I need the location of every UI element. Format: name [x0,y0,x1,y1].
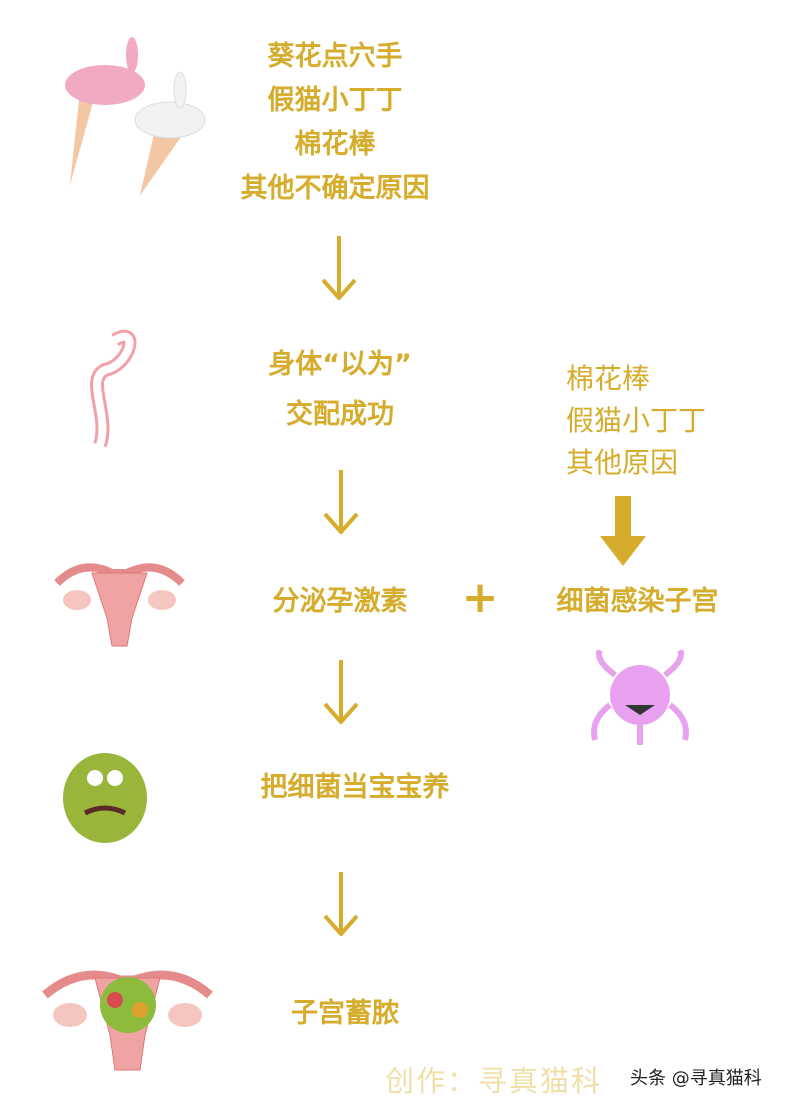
uterus-image [54,563,185,647]
step-line: 交配成功 [286,399,394,430]
arrow-down-icon [321,236,357,300]
thick-arrow-down-icon [600,496,646,566]
step-infection: 细菌感染子宫 [556,586,719,617]
step-mating-belief: 身体“以为” 交配成功 [230,340,450,440]
watermark: 创作：寻真猫科 [385,1064,603,1098]
plus-sign: + [461,572,499,623]
cause-item: 其他不确定原因 [240,173,430,204]
arrow-down-icon [323,660,359,724]
credit-label: 头条 @寻真猫科 [630,1068,762,1089]
germ-monster-image [63,753,147,843]
causes-list: 葵花点穴手 假猫小丁丁 棉花棒 其他不确定原因 [200,35,470,211]
step-progesterone: 分泌孕激素 [272,586,408,617]
step-pyometra: 子宫蓄脓 [291,998,399,1029]
step-nurture-bacteria: 把细菌当宝宝养 [260,772,450,803]
side-cause-item: 棉花棒 [566,362,651,395]
side-cause-item: 其他原因 [566,446,679,479]
infected-uterus-image [42,970,213,1071]
cause-item: 棉花棒 [294,129,376,160]
vagina-tract-image [90,329,137,448]
cause-item: 假猫小丁丁 [267,85,403,116]
cause-item: 葵花点穴手 [267,41,403,72]
bacteria-image [591,650,689,745]
step-line: 身体“以为” [268,349,412,380]
arrow-down-icon [323,872,359,936]
side-cause-item: 假猫小丁丁 [566,404,707,437]
side-causes-list: 棉花棒 假猫小丁丁 其他原因 [566,358,706,484]
arrow-down-icon [323,470,359,534]
bunny-toy-image [65,37,206,196]
